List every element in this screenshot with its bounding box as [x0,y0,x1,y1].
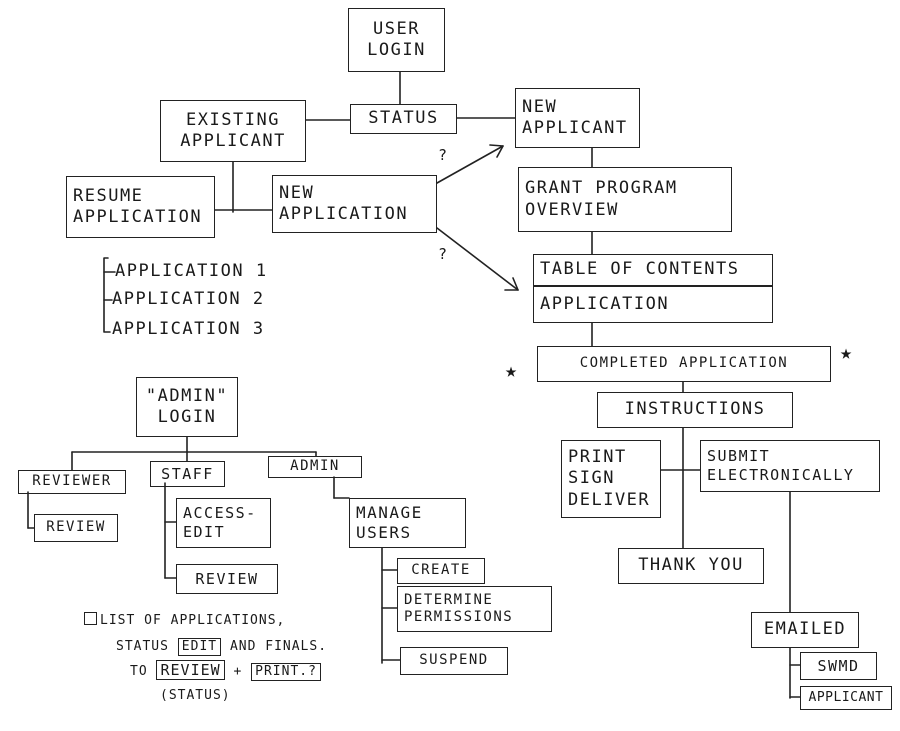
grant-program-overview-line-1: GRANT PROGRAM [525,178,678,199]
completed-application-label: COMPLETED APPLICATION [579,355,789,372]
swmd-box: SWMD [800,652,877,680]
status-label: STATUS [368,108,439,129]
staff-review-box: REVIEW [176,564,278,594]
note-line-3: TO REVIEW + PRINT.? [130,660,321,681]
existing-applicant-box: EXISTING APPLICANT [160,100,306,162]
applicant-label: APPLICANT [808,689,884,705]
create-label: CREATE [411,562,471,579]
table-of-contents-label: TABLE OF CONTENTS [540,259,740,280]
new-applicant-line-1: NEW [522,96,558,117]
application-3-item: APPLICATION 3 [112,319,265,339]
reviewer-review-box: REVIEW [34,514,118,542]
table-of-contents-box: TABLE OF CONTENTS [533,254,773,286]
thank-you-label: THANK YOU [638,555,744,576]
resume-application-line-2: APPLICATION [73,207,203,227]
reviewer-box: REVIEWER [18,470,126,494]
user-login-line-2: LOGIN [367,40,426,60]
manage-users-line-1: MANAGE [356,503,423,522]
grant-program-overview-box: GRANT PROGRAM OVERVIEW [518,167,732,232]
emailed-box: EMAILED [751,612,859,648]
print-sign-deliver-box: PRINT SIGN DELIVER [561,440,661,518]
thank-you-box: THANK YOU [618,548,764,584]
reviewer-label: REVIEWER [32,473,112,490]
user-login-line-1: USER [373,18,420,39]
star-right-icon: ★ [840,340,853,364]
new-applicant-box: NEW APPLICANT [515,88,640,148]
note-status-paren: (STATUS) [160,688,231,703]
applicant-box: APPLICANT [800,686,892,710]
suspend-box: SUSPEND [400,647,508,675]
admin-login-box: "ADMIN" LOGIN [136,377,238,437]
admin-login-line-1: "ADMIN" [145,385,229,406]
staff-label: STAFF [161,464,214,483]
existing-applicant-line-2: APPLICANT [180,131,286,151]
note-review-box: REVIEW [156,660,225,680]
user-login-box: USER LOGIN [348,8,445,72]
note-to-label: TO [130,664,148,679]
note-status-label: STATUS [116,639,169,654]
new-application-box: NEW APPLICATION [272,175,437,233]
application-box: APPLICATION [533,286,773,323]
submit-electronically-line-1: SUBMIT [707,447,771,466]
question-mark-upper: ? [438,146,448,164]
determine-permissions-line-2: PERMISSIONS [404,609,514,625]
admin-box: ADMIN [268,456,362,478]
question-mark-lower: ? [438,245,448,263]
resume-application-box: RESUME APPLICATION [66,176,215,238]
note-edit-box: EDIT [177,638,222,656]
suspend-label: SUSPEND [419,652,489,669]
new-applicant-line-2: APPLICANT [522,118,628,138]
swmd-label: SWMD [817,656,860,675]
note-line-1: LIST OF APPLICATIONS, [84,612,285,629]
access-edit-line-2: EDIT [183,523,226,541]
note-finals-label: AND FINALS. [229,639,328,654]
new-application-line-1: NEW [279,182,315,203]
existing-applicant-line-1: EXISTING [186,109,280,130]
determine-permissions-box: DETERMINE PERMISSIONS [397,586,552,632]
application-2-item: APPLICATION 2 [112,289,265,309]
status-box: STATUS [350,104,457,134]
manage-users-line-2: USERS [356,523,412,542]
submit-electronically-line-2: ELECTRONICALLY [707,466,855,484]
grant-program-overview-line-2: OVERVIEW [525,199,619,220]
instructions-label: INSTRUCTIONS [624,399,766,420]
instructions-box: INSTRUCTIONS [597,392,793,428]
reviewer-review-label: REVIEW [46,519,106,536]
create-box: CREATE [397,558,485,584]
manage-users-box: MANAGE USERS [349,498,466,548]
admin-login-line-2: LOGIN [157,407,217,427]
new-application-line-2: APPLICATION [279,204,409,224]
submit-electronically-box: SUBMIT ELECTRONICALLY [700,440,880,492]
staff-review-label: REVIEW [195,569,259,588]
note-line-2: STATUS EDIT AND FINALS. [116,638,327,656]
application-label: APPLICATION [540,293,670,314]
note-line-1-text: LIST OF APPLICATIONS, [100,613,286,628]
access-edit-box: ACCESS- EDIT [176,498,271,548]
admin-label: ADMIN [290,458,340,475]
note-plus-label: + [233,664,243,679]
staff-box: STAFF [150,461,225,487]
completed-application-box: COMPLETED APPLICATION [537,346,831,382]
print-sign-deliver-line-1: PRINT [568,447,627,468]
access-edit-line-1: ACCESS- [183,504,257,523]
print-sign-deliver-line-2: SIGN [568,468,615,489]
emailed-label: EMAILED [763,619,847,640]
checkbox-icon [84,612,97,625]
star-left-icon: ★ [505,358,518,382]
application-1-item: APPLICATION 1 [115,261,268,281]
resume-application-line-1: RESUME [73,185,144,206]
print-sign-deliver-line-3: DELIVER [568,489,651,510]
note-print-box: PRINT.? [251,663,321,681]
determine-permissions-line-1: DETERMINE [404,591,494,608]
